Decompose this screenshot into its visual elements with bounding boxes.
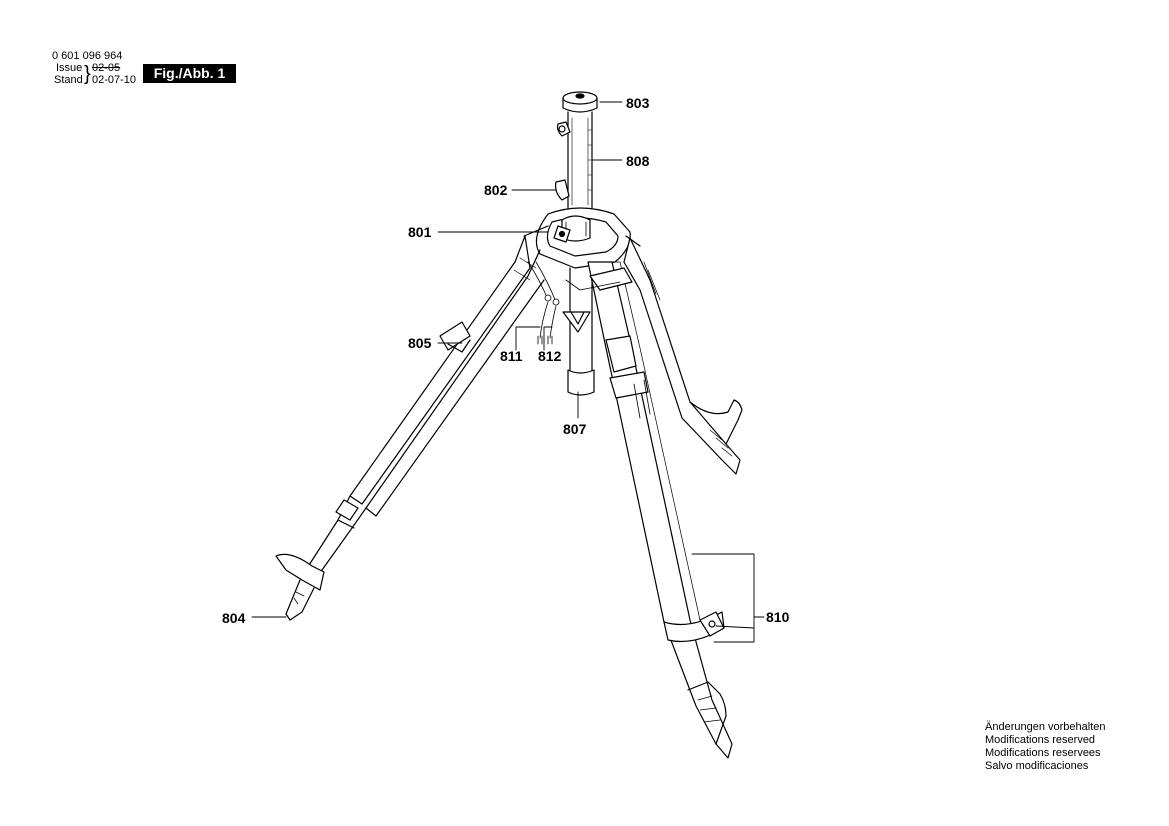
document-number: 0 601 096 964 [52,50,123,62]
front-leg [587,261,733,759]
wire-harness [527,261,621,345]
note-line: Modifications reservees [985,747,1101,759]
new-date: 02-07-10 [92,74,137,86]
callout-810: 810 [766,609,790,625]
note-line: Salvo modificaciones [985,760,1089,772]
issue-label: Issue [56,62,83,74]
callout-804: 804 [222,610,246,626]
left-leg [275,235,545,621]
note-line: Änderungen vorbehalten [985,721,1106,733]
modifications-note: Änderungen vorbehalten Modifications res… [985,721,1105,773]
tripod-head [523,207,641,269]
stand-label: Stand [54,74,83,86]
callout-808: 808 [626,153,650,169]
brace-glyph: } [84,63,91,85]
callout-811: 811 [500,348,523,364]
callout-807: 807 [563,421,587,437]
callout-801: 801 [408,224,432,240]
callout-803: 803 [626,95,650,111]
callout-802: 802 [484,182,508,198]
callout-812: 812 [538,348,562,364]
leader-lines [251,101,765,643]
issue-block: Issue Stand } 02-05 02-07-10 [54,62,144,90]
center-column [555,91,598,211]
callout-805: 805 [408,335,432,351]
lower-column [562,267,595,396]
rear-leg [623,237,743,475]
figure-label: Fig./Abb. 1 [143,64,236,83]
note-line: Modifications reserved [985,734,1096,746]
old-date: 02-05 [92,62,121,74]
